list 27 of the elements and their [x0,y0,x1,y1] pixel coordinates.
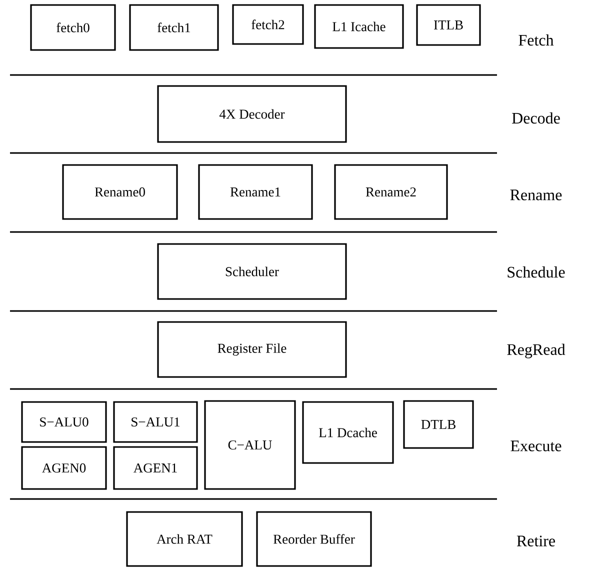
unit-box: AGEN0 [21,446,107,490]
stage-label: Decode [512,112,560,124]
unit-box: S−ALU1 [113,401,198,443]
unit-box: DTLB [403,400,474,449]
stage-label: Retire [516,536,555,546]
unit-box: Rename0 [62,164,178,220]
unit-box: fetch2 [232,4,304,45]
unit-box: C−ALU [204,400,296,490]
unit-box: S−ALU0 [21,401,107,443]
unit-box: Scheduler [157,243,347,300]
unit-box: Register File [157,321,347,378]
stage-label: Rename [510,190,562,200]
stage-label: RegRead [507,344,566,358]
stage-label: Schedule [508,266,565,278]
unit-box: L1 Icache [314,4,404,49]
unit-box: L1 Dcache [302,401,394,464]
unit-box: Rename2 [334,164,448,220]
unit-box: Rename1 [198,164,313,220]
unit-box: fetch0 [30,4,116,51]
unit-box: Arch RAT [126,511,243,567]
unit-box: fetch1 [129,4,219,51]
unit-box: ITLB [416,4,481,46]
unit-box: Reorder Buffer [256,511,372,567]
stage-label: Execute [510,440,562,452]
unit-box: AGEN1 [113,446,198,490]
unit-box: 4X Decoder [157,85,347,143]
stage-label: Fetch [518,34,554,46]
